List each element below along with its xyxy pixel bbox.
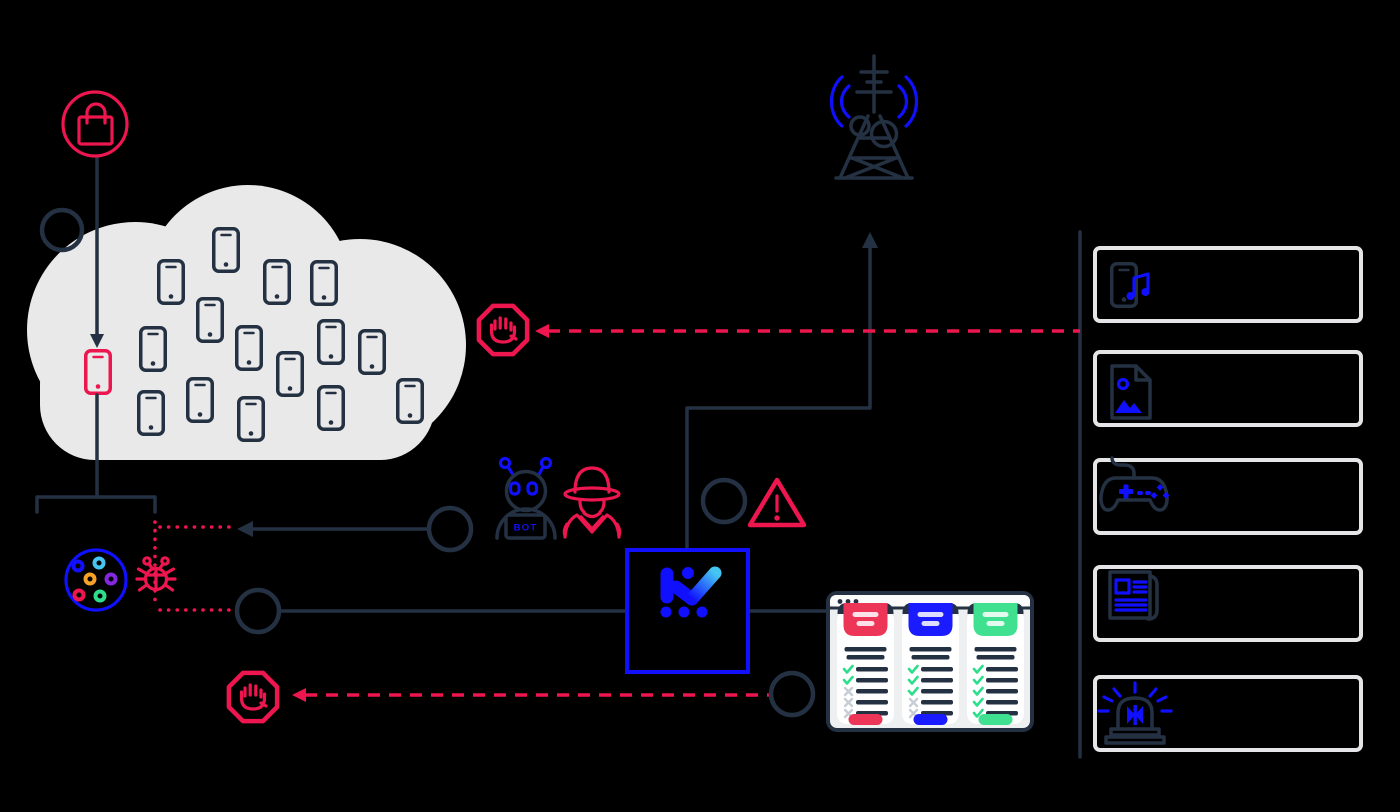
petri-dot — [93, 589, 107, 603]
siren-icon — [1097, 681, 1173, 745]
check-icon — [842, 675, 854, 685]
verification-logo-box — [625, 548, 750, 674]
bug-icon — [135, 556, 177, 592]
dashboard-window — [826, 591, 1034, 732]
dashboard-columns — [837, 603, 1024, 725]
check-icon — [907, 664, 919, 674]
bot-icon: BOT — [495, 456, 557, 540]
device-cloud — [27, 185, 466, 460]
step-markers — [39, 207, 816, 718]
category-box-gaming — [1093, 458, 1363, 535]
shopping-bag-lock-icon — [61, 90, 129, 158]
cross-icon — [843, 686, 854, 697]
stop-hand-icon — [479, 306, 527, 354]
malware-dish-icon — [64, 548, 128, 612]
check-icon — [972, 664, 984, 674]
connectors — [35, 155, 1082, 759]
cross-icon — [908, 697, 919, 708]
petri-dot — [83, 572, 97, 586]
category-box-news — [1093, 565, 1363, 642]
category-box-alerts — [1093, 675, 1363, 752]
petri-dot — [92, 556, 106, 570]
bot-label: BOT — [514, 523, 538, 534]
check-icon — [972, 697, 984, 707]
column-ribbon — [908, 603, 953, 636]
category-box-music — [1093, 246, 1363, 323]
check-icon — [842, 664, 854, 674]
m-check-logo — [660, 566, 722, 618]
phone-music-icon — [1110, 262, 1150, 308]
stop-hand-icon — [229, 673, 277, 721]
spy-icon — [562, 466, 622, 539]
check-icon — [907, 686, 919, 696]
warning-triangle-icon — [747, 477, 807, 528]
column-ribbon — [843, 603, 888, 636]
image-file-icon — [1110, 364, 1152, 420]
newspaper-icon — [1108, 570, 1159, 621]
check-icon — [972, 708, 984, 718]
check-icon — [972, 675, 984, 685]
column-action-pill — [978, 714, 1013, 725]
column-action-pill — [848, 714, 883, 725]
petri-dot — [71, 559, 85, 573]
petri-dot — [104, 572, 118, 586]
petri-dot — [72, 588, 86, 602]
check-icon — [907, 675, 919, 685]
game-controller-icon — [1099, 456, 1170, 512]
category-list — [1093, 246, 1363, 752]
cell-tower-icon — [829, 54, 919, 180]
check-icon — [972, 686, 984, 696]
category-box-image — [1093, 350, 1363, 427]
column-action-pill — [913, 714, 948, 725]
column-ribbon — [973, 603, 1018, 636]
cross-icon — [843, 697, 854, 708]
